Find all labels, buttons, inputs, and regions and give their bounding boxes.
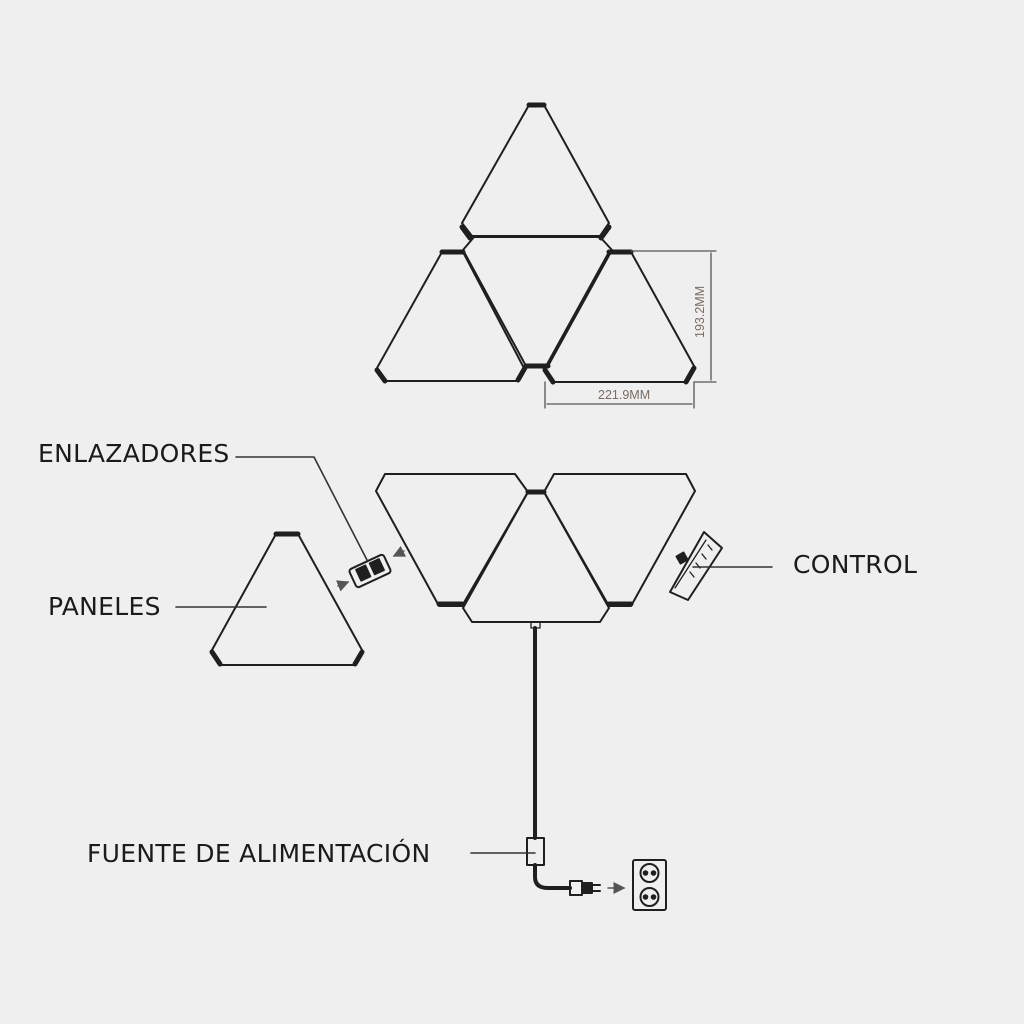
panel-triangle-right [544,251,695,383]
panel-triangle-left [376,251,526,382]
leader-enlazadores [235,456,368,561]
linker-connector [336,545,407,592]
dimension-width-label: 221.9MM [598,388,650,402]
label-paneles: PANELES [48,592,161,621]
leader-lines [175,456,773,854]
bottom-assembly [375,473,696,623]
panel-triangle-bottom-left [375,473,529,607]
label-fuente: FUENTE DE ALIMENTACIÓN [87,839,431,868]
top-assembly [376,104,695,383]
bottom-corner-tips [436,489,634,607]
control-unit [669,531,723,601]
dimension-lines [544,250,717,409]
dimension-height-label: 193.2MM [693,286,707,338]
power-cable [526,621,626,896]
wall-outlet [632,859,667,911]
label-enlazadores: ENLAZADORES [38,439,230,468]
panel-triangle-bottom-middle [462,491,610,623]
panel-triangle-middle-inverted [462,236,613,367]
single-panel-triangle [211,533,363,666]
single-panel-tips [209,531,365,667]
top-corner-tips [374,102,697,385]
label-control: CONTROL [793,550,918,579]
panel-triangle-top [461,104,610,237]
